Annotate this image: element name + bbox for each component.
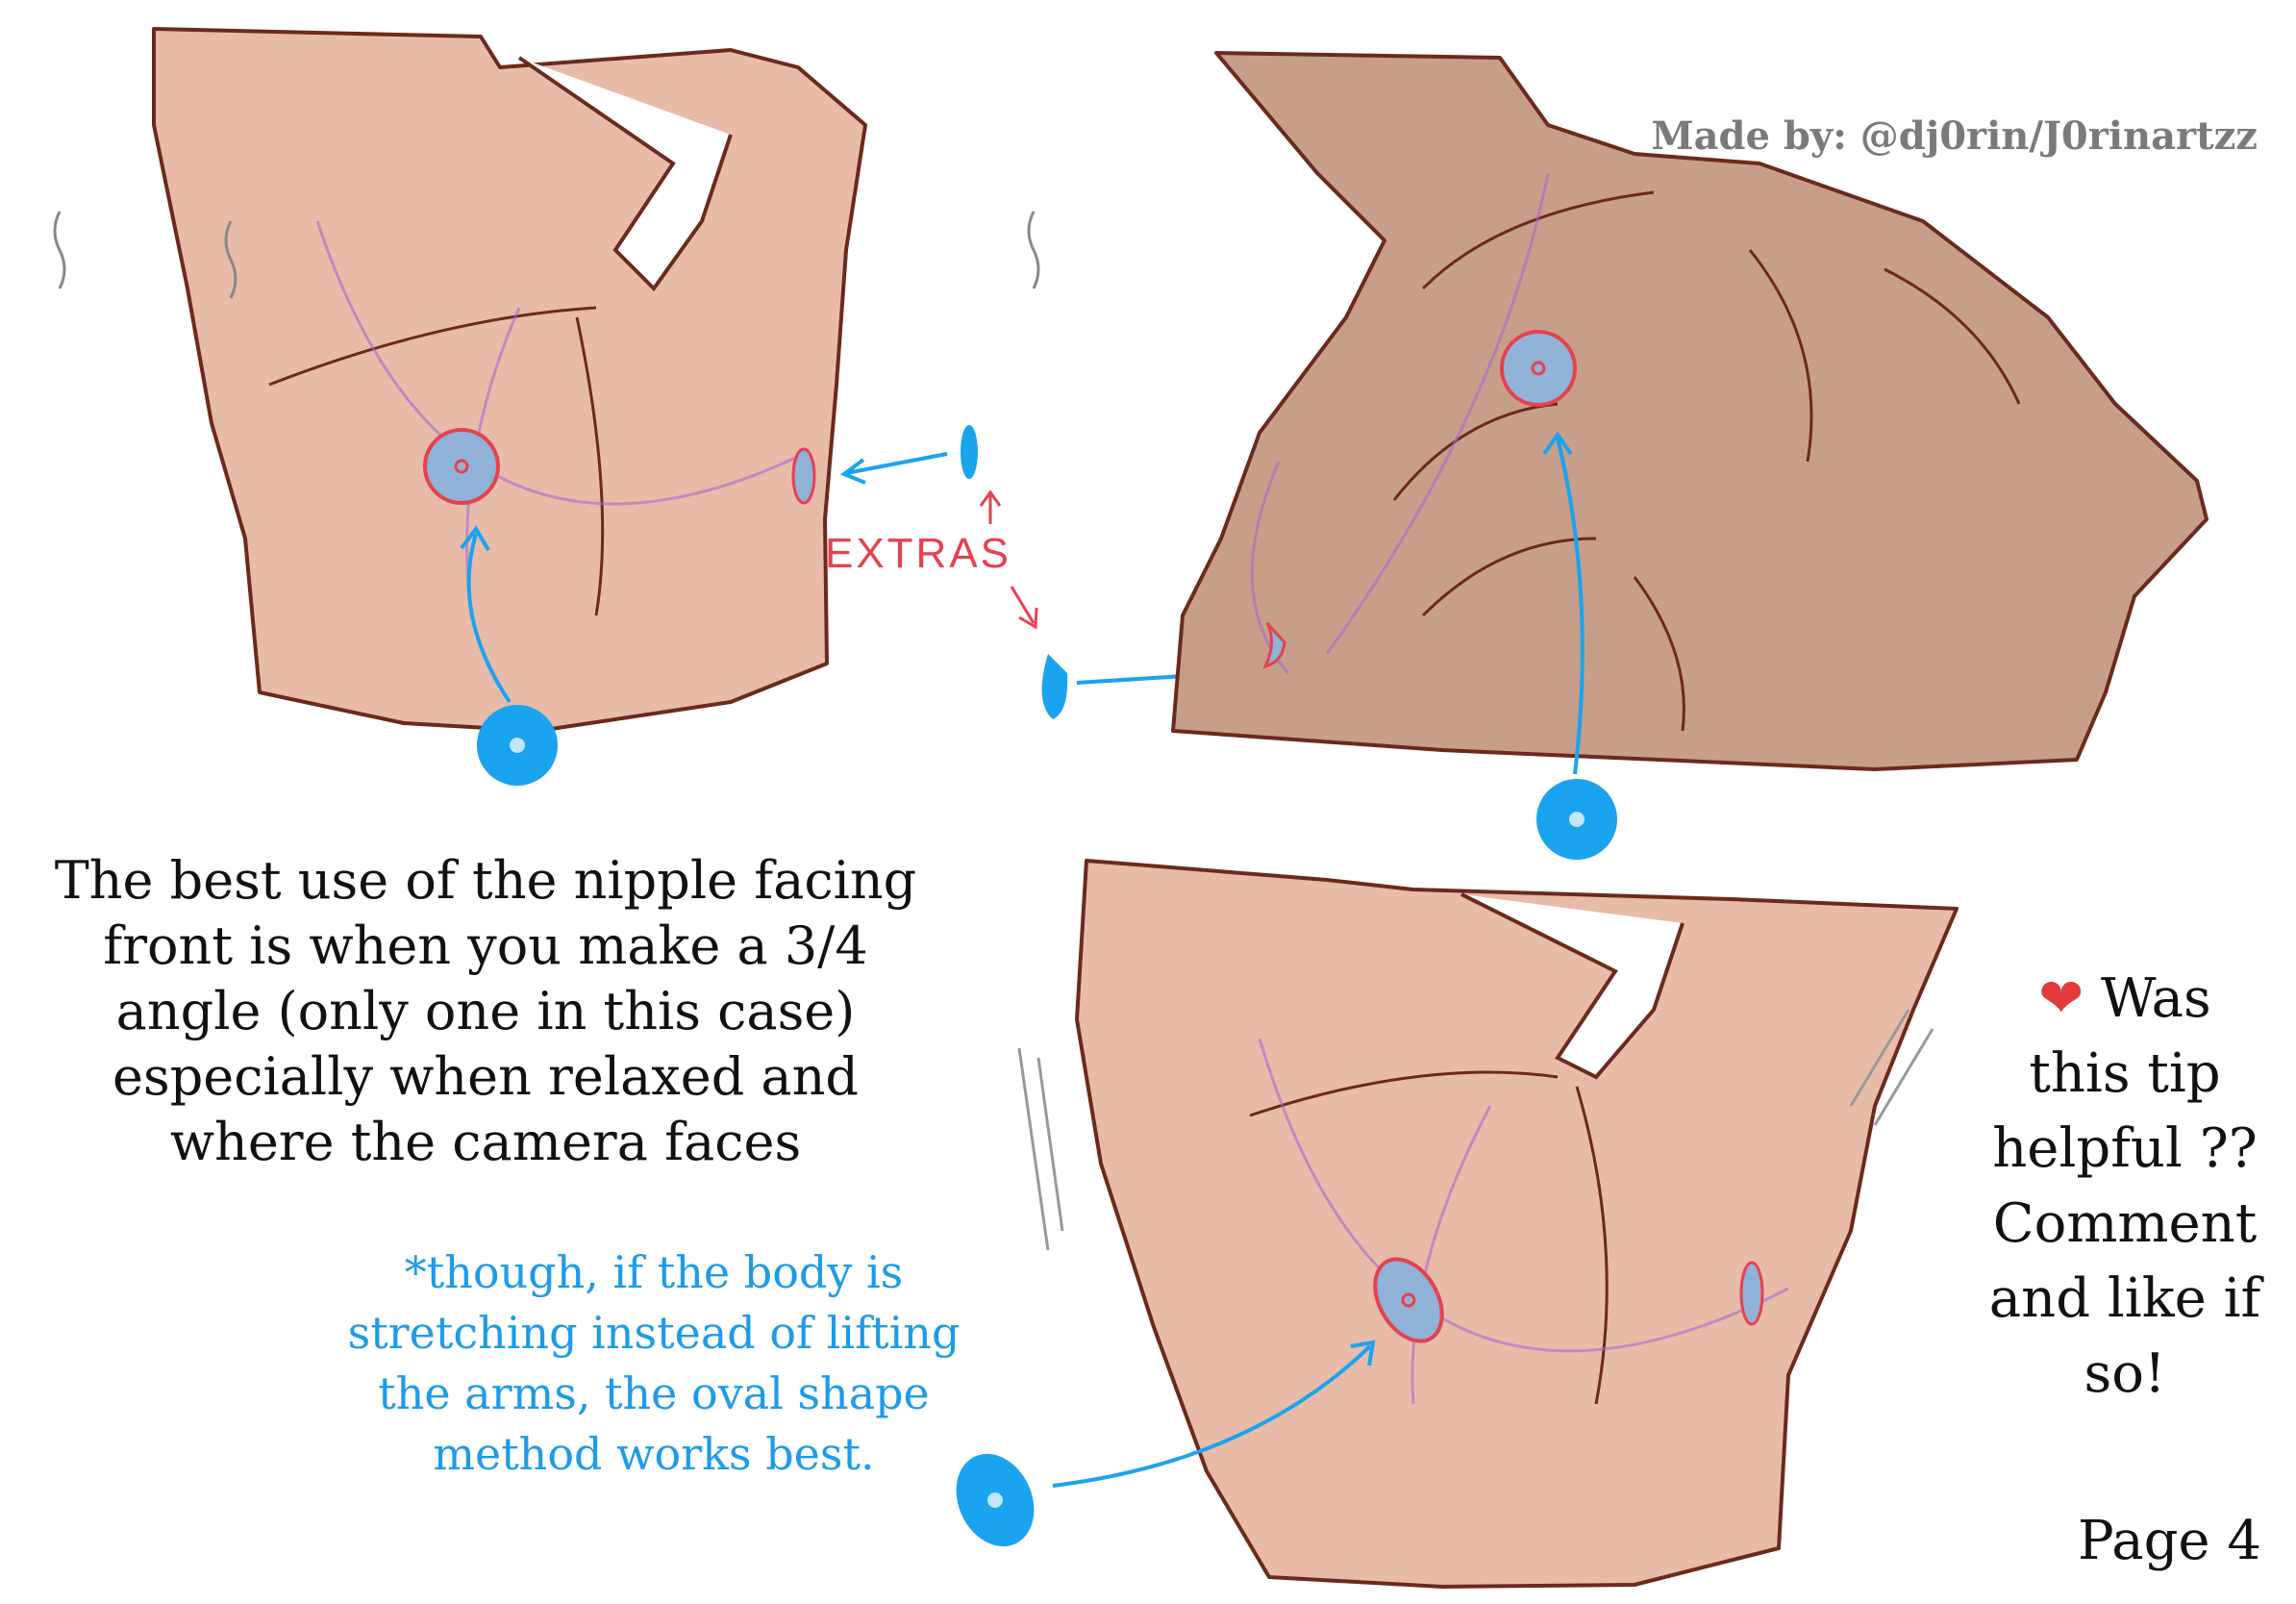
blue-oval-extra-bottom [1041,654,1068,719]
nipple-front-marker [423,428,500,505]
nipple-side-stretch [1739,1261,1764,1326]
guide-vertical-2 [1325,172,1550,655]
pec-line-3 [1249,1070,1559,1117]
red-arrow-up [979,489,1002,524]
main-line: angle (only one in this case) [115,981,856,1041]
blue-arrowhead-2 [1542,431,1573,456]
guide-curve [315,220,809,506]
pec-line-left [268,306,597,387]
motion-squiggle-2 [224,220,237,299]
nipple-oval-center [1401,1292,1416,1308]
blue-arrowhead-1 [460,525,490,552]
main-line: front is when you make a 3/4 [103,915,868,976]
pec-line-center [575,316,605,616]
blue-arrow-3 [1052,1344,1372,1488]
blue-arrowhead-extra-top [839,458,866,485]
motion-squiggle-1 [53,211,66,289]
nipple-muscular-marker [1500,330,1577,407]
side-note-line: *though, if the body is [404,1246,904,1298]
muscle-line-5 [1421,537,1597,617]
side-note-line: the arms, the oval shape [378,1367,930,1419]
blue-arrow-extra-top [845,452,948,475]
nipple-side-marker [791,447,816,505]
pec-line-4 [1575,1086,1609,1405]
cta-line: and like if [1988,1267,2261,1330]
main-line: where the camera faces [169,1112,802,1172]
muscle-line-1 [1421,190,1655,290]
torso-relaxed-body [152,27,867,733]
muscle-line-4 [1884,267,2021,405]
torso-stretching-figure [956,859,1959,1589]
cta-line-first: ❤ Was [1961,962,2288,1037]
cta-line: Was [2100,967,2211,1030]
red-arrow-down [1010,586,1038,630]
neck-notch-2 [1460,892,1685,1080]
main-line: The best use of the nipple facing [54,850,917,911]
blue-arrow-2 [1556,437,1585,775]
muscle-line-6 [1633,576,1685,732]
extras-label: EXTRAS [825,530,1011,577]
torso-muscular-figure [1171,51,2209,860]
side-note-line: stretching instead of lifting [347,1307,961,1359]
torso-relaxed-figure [53,27,1040,786]
extras-annotation: EXTRAS [825,425,1236,719]
motion-lines-right [1849,1009,1934,1126]
muscle-line-2 [1392,402,1559,501]
side-note-line: method works best. [433,1428,875,1480]
blue-arrow-1 [466,533,512,704]
muscle-line-3 [1748,249,1813,463]
motion-lines-left [1017,1047,1064,1251]
cta-line: helpful ?? [1992,1117,2258,1180]
blue-oval-extra-top [961,425,978,479]
blue-arrowhead-3 [1350,1340,1376,1366]
cta-line: Comment [1992,1192,2258,1255]
heart-icon: ❤ [2038,967,2084,1030]
guide-vertical-3 [1410,1105,1492,1405]
guide-curve-3 [1258,1038,1789,1353]
main-line: especially when relaxed and [112,1046,859,1107]
neck-notch [517,56,733,292]
credit-text: Made by: @dj0rin/J0rinartzz [1651,113,2258,159]
blue-oval-stretch-center [987,1492,1003,1508]
motion-squiggle-3 [1027,211,1040,289]
cta-line: so! [2084,1342,2166,1405]
nipple-side-muscular [1262,621,1286,669]
nipple-front-center [454,459,469,474]
main-explanation: The best use of the nipple facing front … [48,848,923,1175]
blue-dot-muscular-center [1569,812,1585,827]
nipple-muscular-center [1531,361,1546,376]
blue-dot-front-center [510,738,525,753]
cta-line: this tip [2029,1042,2221,1105]
torso-muscular-body [1171,51,2209,771]
nipple-oval-marker [1373,1257,1444,1343]
side-note: *though, if the body is stretching inste… [308,1242,1000,1485]
page-number: Page 4 [2078,1510,2261,1572]
torso-stretching-body [1075,859,1959,1589]
call-to-action: ❤ Was this tip helpful ?? Comment and li… [1961,962,2288,1412]
